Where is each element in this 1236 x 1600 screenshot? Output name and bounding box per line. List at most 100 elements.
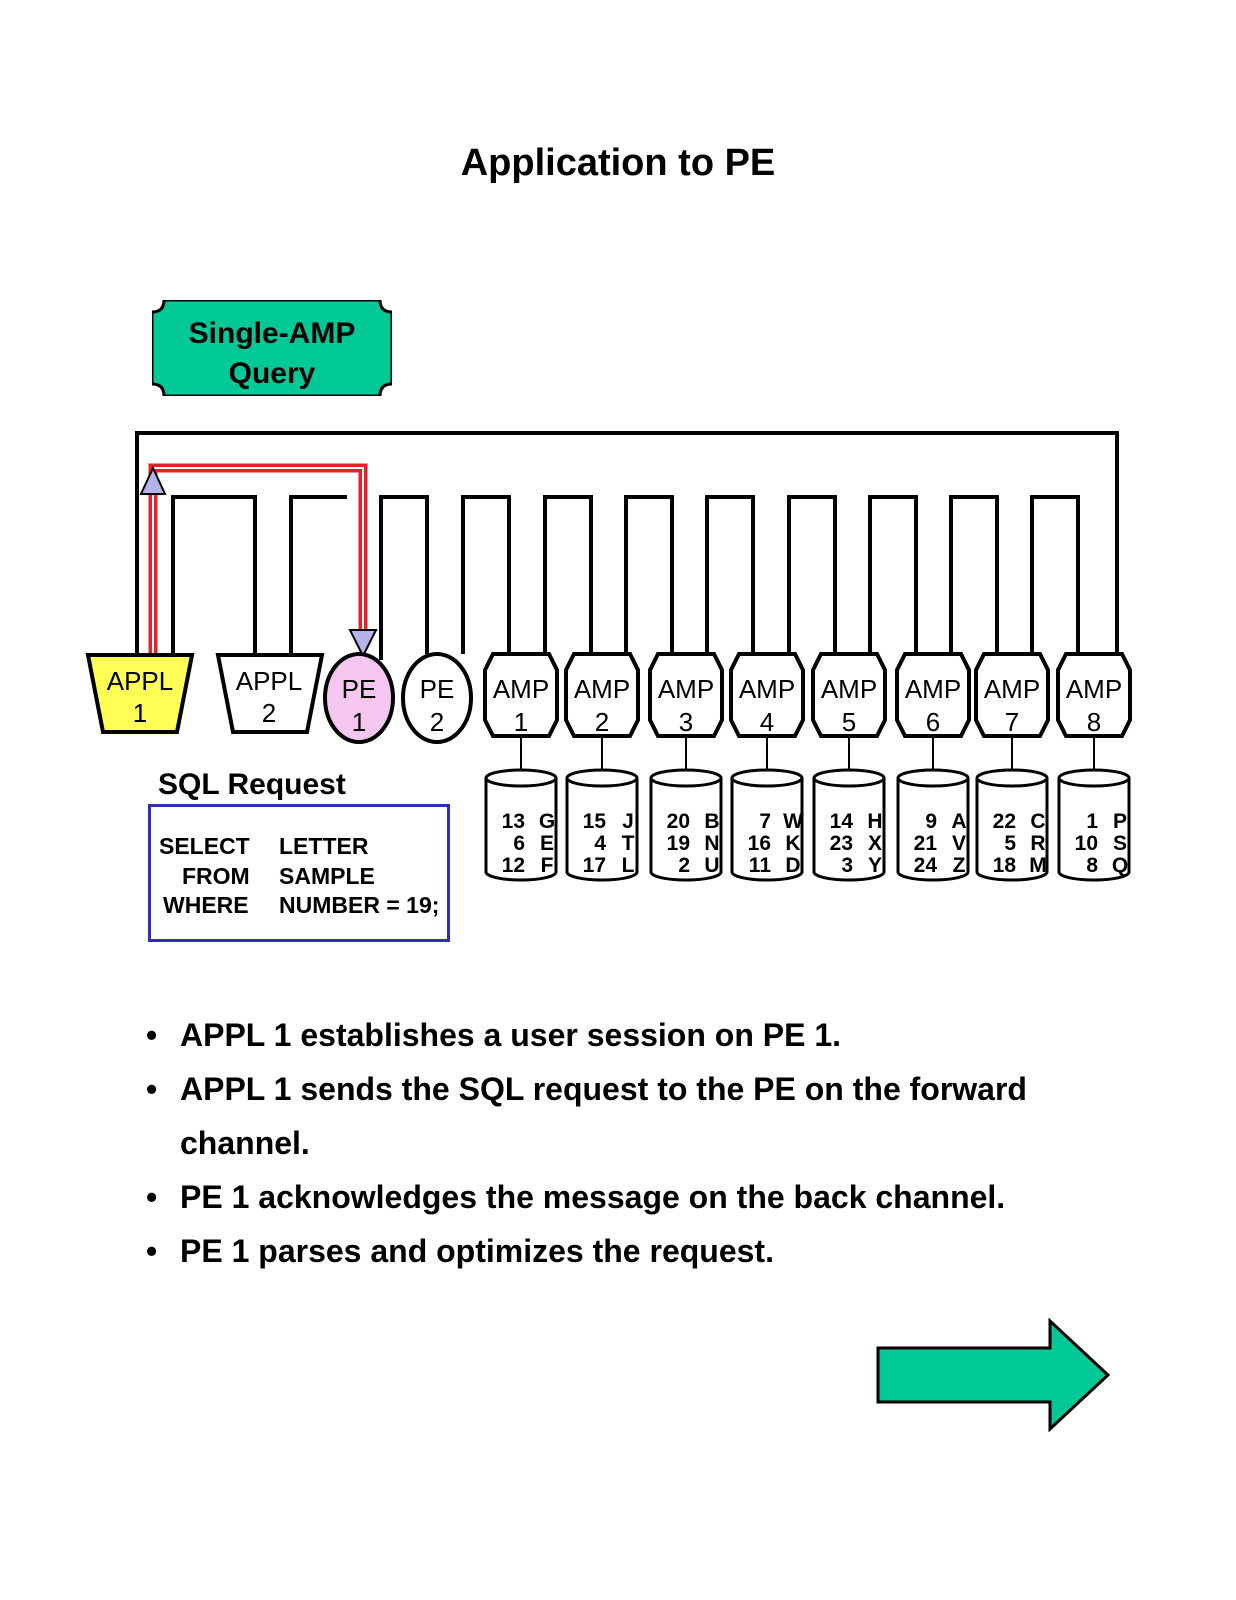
pe-1-label: PE xyxy=(342,674,377,704)
disk-row-letter: W xyxy=(783,810,803,833)
disk-row-letter: K xyxy=(785,832,800,855)
disk-row-number: 6 xyxy=(513,832,525,855)
disk-row-letter: B xyxy=(704,810,719,833)
disk-row-letter: Y xyxy=(868,854,882,877)
sql-keyword-select: SELECT xyxy=(159,833,250,859)
disk-row-letter: G xyxy=(539,810,555,833)
bus-loop xyxy=(135,431,1119,654)
pe-1-node: PE 1 xyxy=(323,652,395,744)
disk-row-number: 20 xyxy=(667,810,690,833)
appl-1-label: APPL xyxy=(107,666,174,696)
disk-row-letter: J xyxy=(622,810,634,833)
channel-amp7 xyxy=(1030,495,1080,654)
disk-row-number: 12 xyxy=(502,854,525,877)
amp-number: 1 xyxy=(514,707,528,737)
arrow-up-icon xyxy=(139,465,167,495)
appl-1-number: 1 xyxy=(133,698,147,728)
sql-keyword-where: WHERE xyxy=(163,892,249,918)
disk-row-letter: X xyxy=(868,832,882,855)
pe-1-number: 1 xyxy=(352,707,366,737)
disk-row-letter: M xyxy=(1029,854,1047,877)
amp-number: 4 xyxy=(760,707,774,737)
appl-2-label: APPL xyxy=(236,666,303,696)
disk-row-letter: T xyxy=(622,832,635,855)
sql-keyword-from: FROM xyxy=(182,863,250,889)
amp-number: 7 xyxy=(1005,707,1019,737)
bullet-dot-icon: • xyxy=(146,1179,158,1215)
disk-row-number: 24 xyxy=(914,854,938,877)
disk-row-number: 9 xyxy=(925,810,937,833)
disk-row-number: 7 xyxy=(759,810,771,833)
channel-pe2 xyxy=(461,495,511,654)
disk-row-letter: H xyxy=(867,810,882,833)
disk-row-number: 1 xyxy=(1086,810,1098,833)
amp-number: 5 xyxy=(842,707,856,737)
amp-label: AMP xyxy=(574,674,630,704)
disk-row-number: 17 xyxy=(583,854,606,877)
disk-row-number: 21 xyxy=(914,832,938,855)
disk-row-number: 14 xyxy=(830,810,854,833)
amp-label: AMP xyxy=(739,674,795,704)
disk-row-letter: L xyxy=(622,854,635,877)
disk-row-number: 15 xyxy=(583,810,607,833)
disk-row-letter: Q xyxy=(1112,854,1128,877)
bullet-item: •PE 1 acknowledges the message on the ba… xyxy=(140,1170,1040,1224)
appl-2-number: 2 xyxy=(262,698,276,728)
channel-amp1 xyxy=(543,495,593,654)
arrow-down-icon xyxy=(348,629,378,659)
disk-row-number: 19 xyxy=(667,832,690,855)
bullet-item: •PE 1 parses and optimizes the request. xyxy=(140,1224,1040,1278)
channel-appl1 xyxy=(171,495,257,654)
bullet-item: •APPL 1 establishes a user session on PE… xyxy=(140,1008,1040,1062)
channel-amp5 xyxy=(868,495,918,654)
right-arrow-icon[interactable] xyxy=(876,1318,1112,1432)
amp-label: AMP xyxy=(905,674,961,704)
disk-row-number: 5 xyxy=(1004,832,1016,855)
disk-row-letter: D xyxy=(785,854,800,877)
amp-label: AMP xyxy=(821,674,877,704)
amp-number: 6 xyxy=(926,707,940,737)
channel-amp3 xyxy=(705,495,755,654)
bullet-dot-icon: • xyxy=(146,1017,158,1053)
amp-label: AMP xyxy=(984,674,1040,704)
sql-value-from: SAMPLE xyxy=(279,863,375,889)
amp-number: 3 xyxy=(679,707,693,737)
disk-row-number: 3 xyxy=(841,854,853,877)
disk-row-letter: V xyxy=(952,832,966,855)
disk-row-number: 23 xyxy=(830,832,853,855)
amp-label: AMP xyxy=(658,674,714,704)
disk-row-number: 8 xyxy=(1086,854,1098,877)
disk-row-letter: A xyxy=(951,810,966,833)
disk-row-number: 13 xyxy=(502,810,525,833)
sql-value-where: NUMBER = 19; xyxy=(279,892,440,918)
appl-2-node: APPL 2 xyxy=(215,653,325,734)
disk-row-number: 4 xyxy=(594,832,606,855)
active-channel-path xyxy=(148,463,368,656)
channel-amp6 xyxy=(949,495,999,654)
amp-number: 8 xyxy=(1087,707,1101,737)
single-amp-query-badge: Single-AMP Query xyxy=(152,300,392,396)
disk-row-number: 10 xyxy=(1075,832,1098,855)
disk-row-number: 18 xyxy=(993,854,1017,877)
page-title: Application to PE xyxy=(460,142,776,184)
bus-channels xyxy=(171,495,1080,660)
pe-2-number: 2 xyxy=(430,707,444,737)
disk-row-number: 2 xyxy=(678,854,690,877)
disk-row-number: 11 xyxy=(749,854,772,877)
bullet-list: •APPL 1 establishes a user session on PE… xyxy=(140,1008,1040,1278)
disk-row-letter: C xyxy=(1030,810,1045,833)
bullet-dot-icon: • xyxy=(146,1233,158,1269)
disk-row-letter: P xyxy=(1113,810,1127,833)
